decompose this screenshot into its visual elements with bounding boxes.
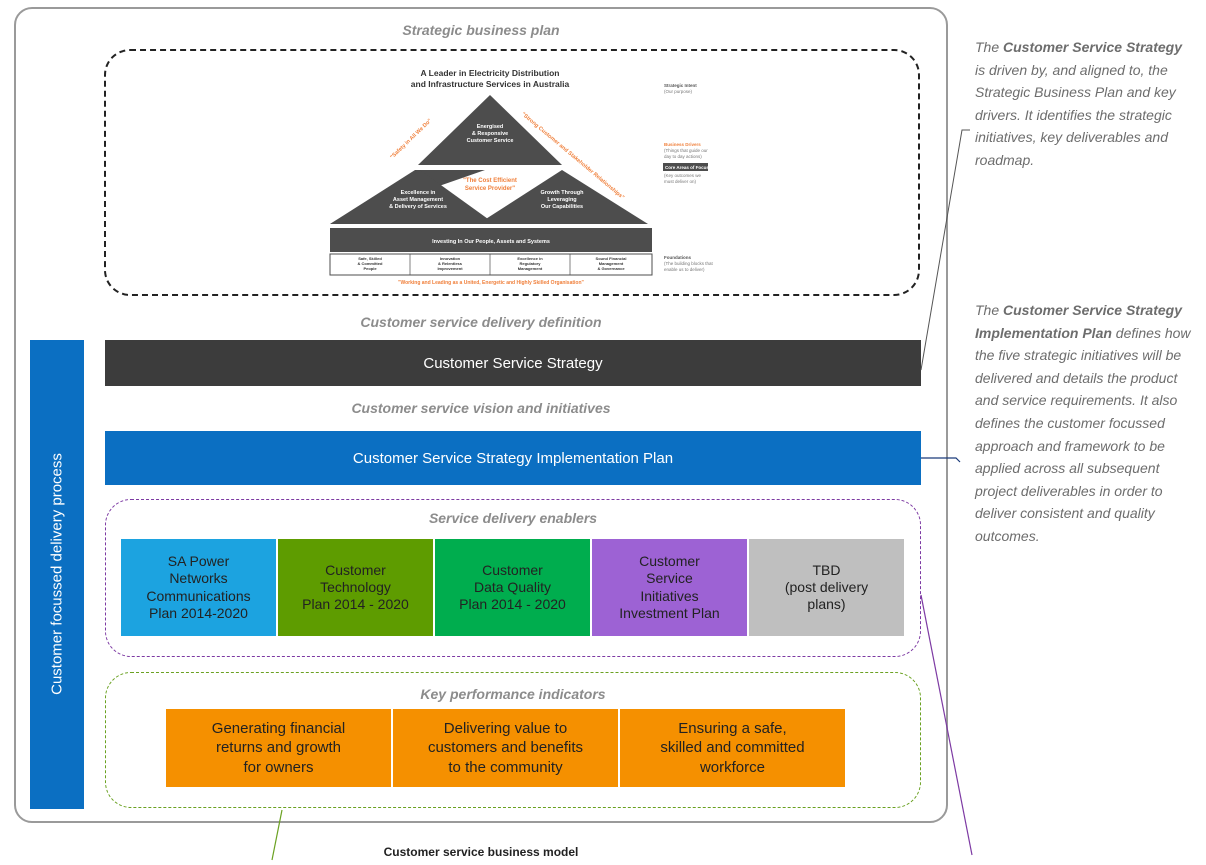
business-drivers-sub2: day to day actions)	[664, 154, 702, 159]
kpi-box	[105, 672, 921, 808]
implementation-note: The Customer Service Strategy Implementa…	[975, 299, 1195, 548]
left-triangle-line1: Excellence in	[401, 190, 436, 196]
implementation-connector	[921, 457, 961, 463]
foundation-2-line2: & Relentless	[438, 261, 463, 266]
foundation-1-line3: People	[363, 266, 377, 271]
top-triangle	[418, 95, 562, 165]
core-areas-sub1: (Key outcomes we	[664, 173, 702, 178]
foundation-row	[329, 253, 653, 276]
foundations-sub2: enable us to deliver)	[664, 267, 705, 272]
center-quote-line1: "The Cost Efficient	[463, 178, 517, 184]
foundation-3-line3: Management	[518, 266, 543, 271]
right-triangle-line1: Growth Through	[540, 190, 584, 196]
right-triangle	[478, 170, 648, 224]
foundation-1-line2: & Committed	[358, 261, 383, 266]
delivery-definition-heading: Customer service delivery definition	[360, 314, 602, 330]
strategic-plan-box	[104, 49, 920, 296]
strategy-note-bold: Customer Service Strategy	[1003, 39, 1182, 55]
strategy-connector	[920, 129, 970, 371]
foundation-4-line3: & Governance	[597, 266, 625, 271]
foundation-1-line1: Safe, Skilled	[358, 256, 382, 261]
strategy-note-pre: The	[975, 39, 1004, 55]
enablers-box	[105, 499, 921, 657]
bottom-tagline: "Working and Leading as a United, Energe…	[398, 280, 584, 286]
foundation-3-line2: Regulatory	[520, 261, 542, 266]
left-triangle-line2: Asset Management	[393, 197, 443, 203]
business-model-frame	[14, 7, 948, 823]
strategy-note-body: is driven by, and aligned to, the Strate…	[975, 61, 1176, 168]
delivery-process-side-bar: Customer focussed delivery process	[30, 340, 84, 809]
strategic-plan-heading: Strategic business plan	[402, 22, 560, 38]
implementation-note-bold: Customer Service Strategy Implementation…	[975, 302, 1182, 341]
implementation-note-pre: The	[975, 302, 1004, 318]
top-triangle-line1: Energised	[477, 124, 504, 130]
core-areas-box	[663, 163, 708, 171]
implementation-plan-bar: Customer Service Strategy Implementation…	[105, 431, 921, 485]
foundation-4-line2: Management	[599, 261, 624, 266]
top-triangle-line3: Customer Service	[467, 138, 514, 144]
enabler-tile-investment: Customer Service Initiatives Investment …	[592, 539, 747, 636]
core-areas-label: Core Areas of Focus	[665, 165, 709, 170]
vision-initiatives-heading: Customer service vision and initiatives	[351, 400, 611, 416]
core-areas-sub2: must deliver on)	[664, 179, 697, 184]
customer-service-strategy-bar: Customer Service Strategy	[105, 340, 921, 386]
foundation-3-line1: Excellence in	[517, 256, 543, 261]
strategic-house-diagram: A Leader in Electricity Distribution and…	[329, 68, 714, 286]
enabler-tile-technology: Customer Technology Plan 2014 - 2020	[278, 539, 433, 636]
kpi-tile-customer-value: Delivering value to customers and benefi…	[393, 709, 618, 787]
right-triangle-line2: Leveraging	[547, 197, 576, 203]
enablers-connector	[920, 594, 973, 856]
left-triangle-line3: & Delivery of Services	[389, 204, 447, 210]
investing-bar	[330, 228, 652, 252]
top-triangle-line2: & Responsive	[472, 131, 508, 137]
foundation-2-line3: Improvement	[437, 266, 463, 271]
enablers-heading: Service delivery enablers	[428, 510, 598, 526]
house-title-line2: and Infrastructure Services in Australia	[411, 79, 570, 89]
foundations-label: Foundations	[664, 255, 691, 260]
implementation-note-body: defines how the five strategic initiativ…	[975, 324, 1191, 544]
business-drivers-sub1: (Things that guide our	[664, 148, 708, 153]
foundation-2-line1: Innovation	[440, 256, 461, 261]
enabler-tile-communications: SA Power Networks Communications Plan 20…	[121, 539, 276, 636]
enabler-tile-tbd: TBD (post delivery plans)	[749, 539, 904, 636]
kpi-tile-financial: Generating financial returns and growth …	[166, 709, 391, 787]
kpi-heading: Key performance indicators	[420, 686, 606, 702]
enabler-tile-data-quality: Customer Data Quality Plan 2014 - 2020	[435, 539, 590, 636]
kpi-tile-workforce: Ensuring a safe, skilled and committed w…	[620, 709, 845, 787]
center-quote-line2: Service Provider"	[465, 186, 515, 192]
house-title-line1: A Leader in Electricity Distribution	[420, 68, 559, 78]
strategic-intent-sub: (Our purpose)	[664, 89, 693, 94]
business-drivers-label: Business Drivers	[664, 142, 701, 147]
investing-bar-text: Investing In Our People, Assets and Syst…	[432, 239, 550, 245]
strategy-note: The Customer Service Strategy is driven …	[975, 36, 1195, 172]
right-triangle-line3: Our Capabilities	[541, 204, 583, 210]
left-triangle	[330, 170, 495, 224]
business-model-caption: Customer service business model	[383, 845, 579, 859]
kpi-connector	[271, 809, 283, 861]
foundation-4-line1: Sound Financial	[596, 256, 627, 261]
foundations-sub1: (The building blocks that	[664, 261, 714, 266]
strategic-intent-label: Strategic Intent	[664, 83, 697, 88]
